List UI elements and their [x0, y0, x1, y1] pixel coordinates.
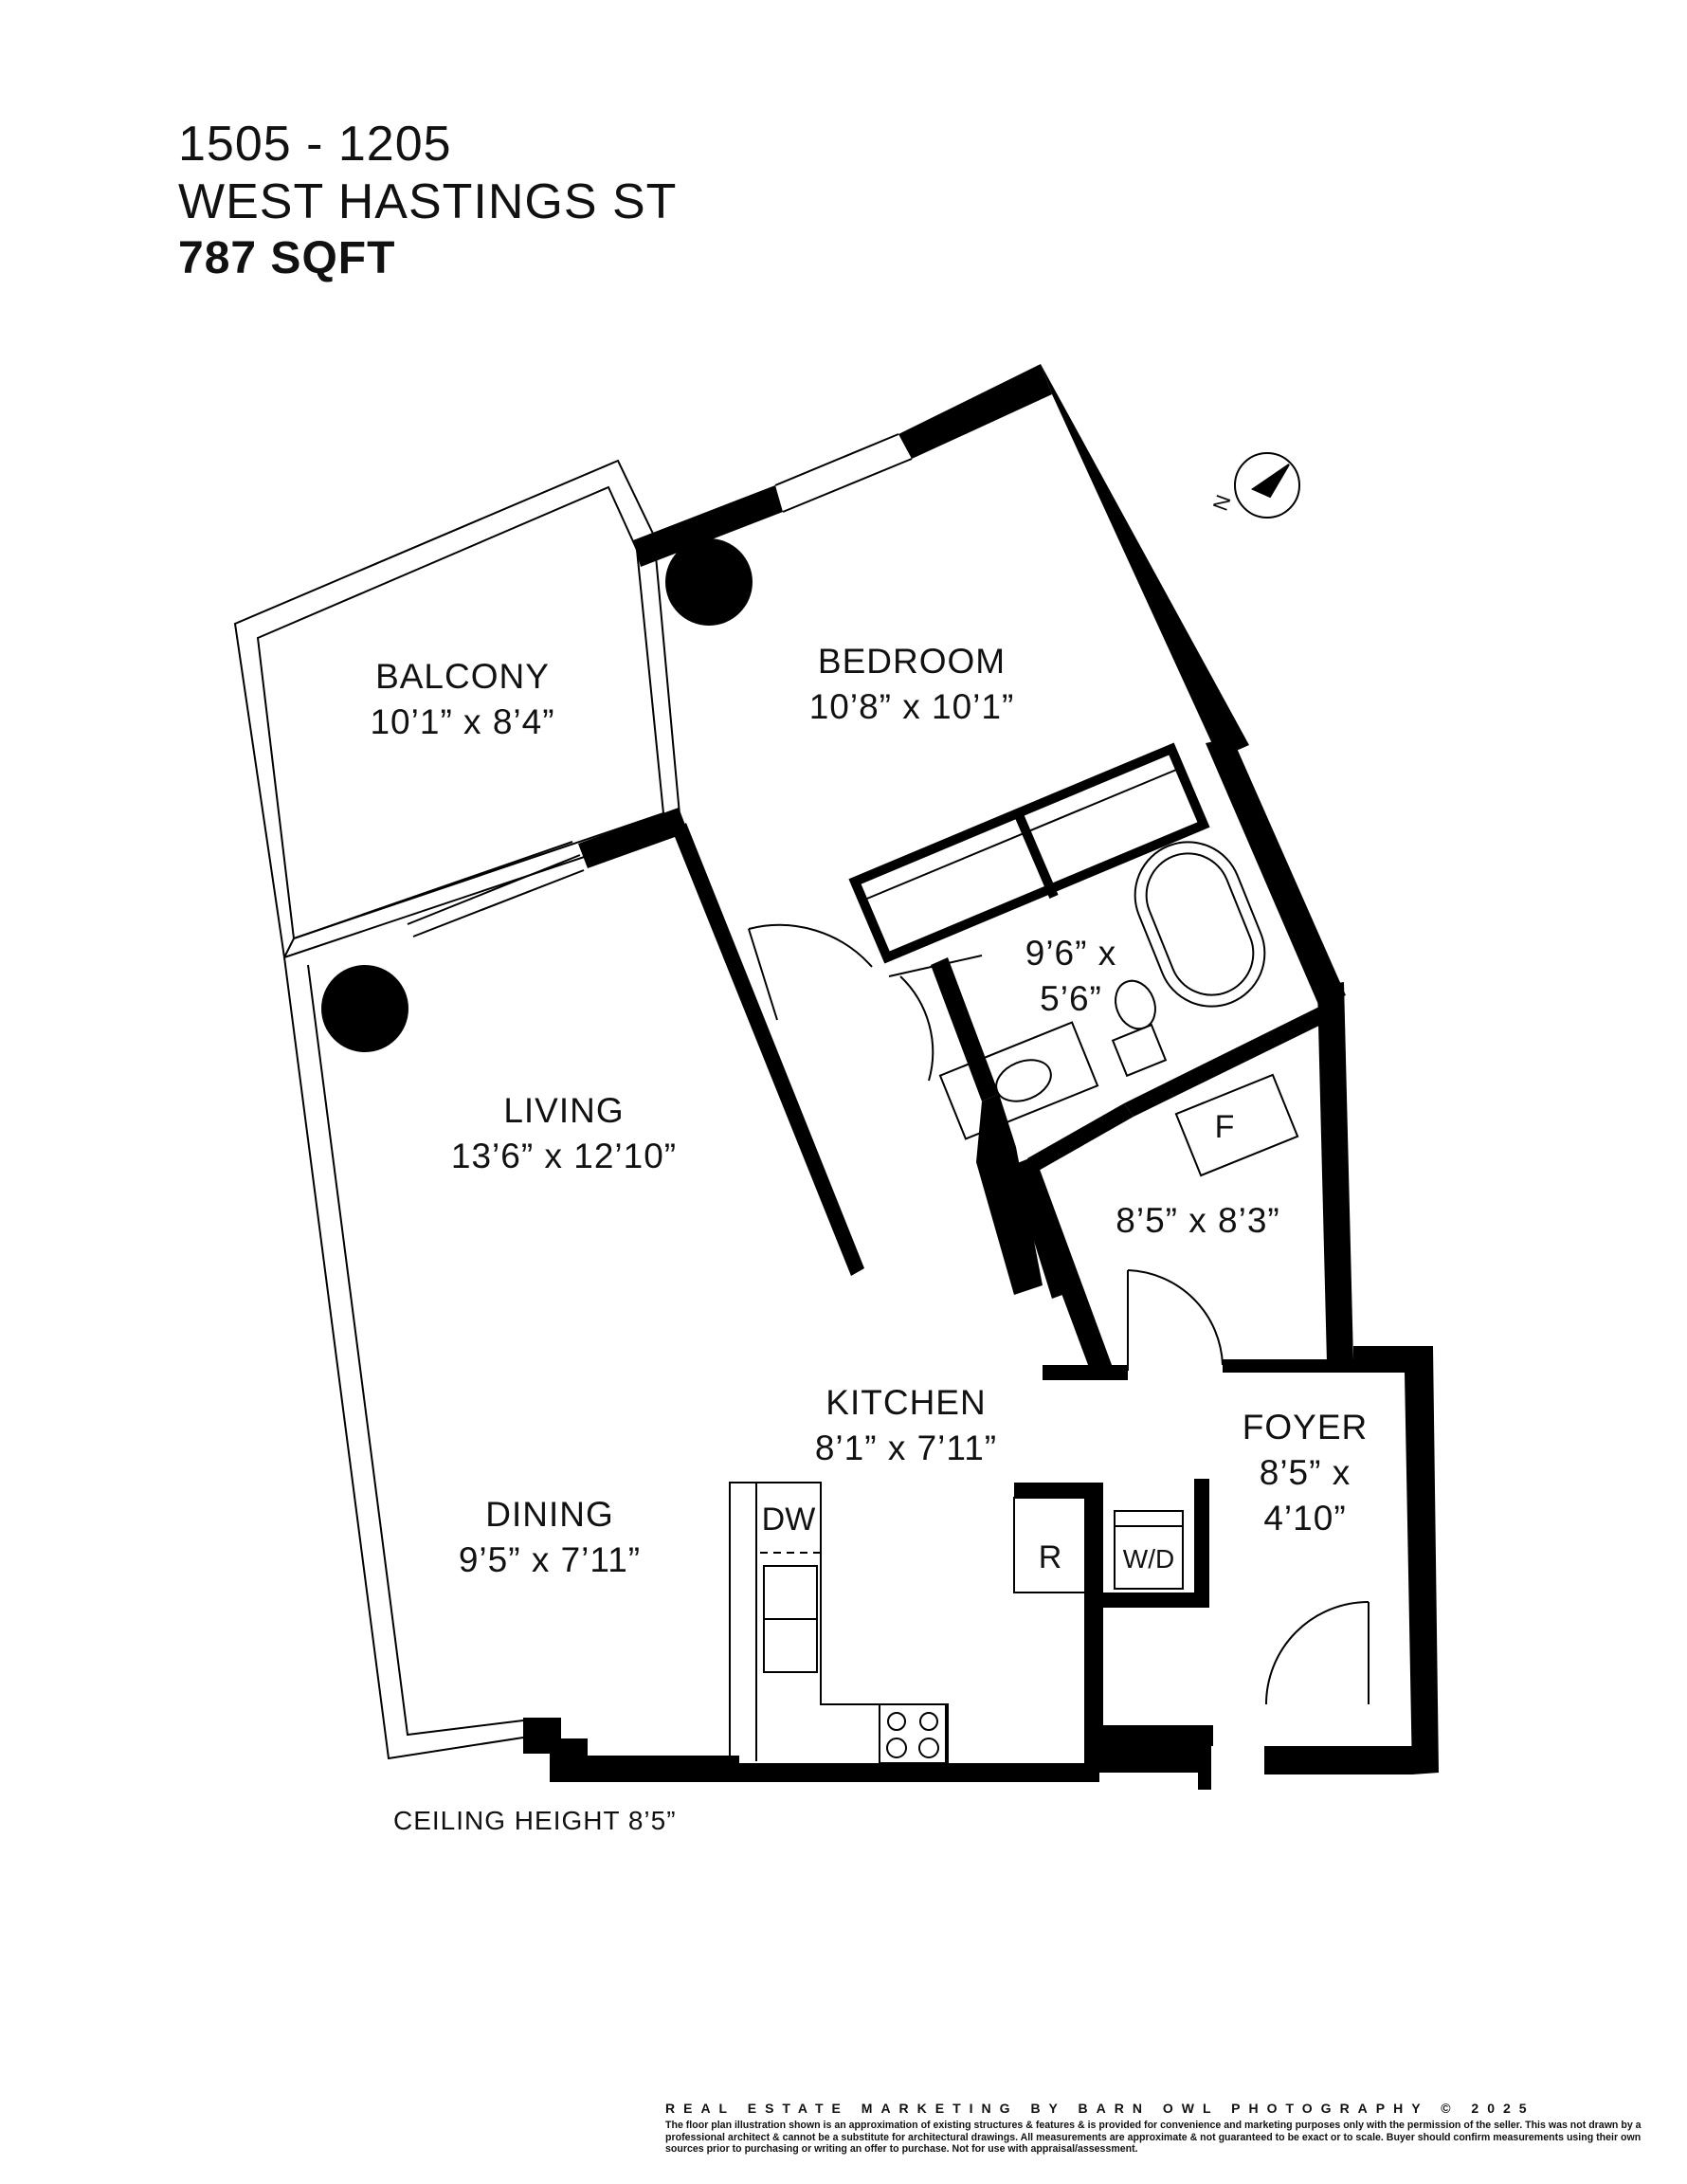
bedroom-column: [665, 538, 753, 626]
balcony-dims: 10’1” x 8’4”: [370, 702, 554, 741]
den-door: [1127, 1269, 1224, 1371]
legal-disclaimer: The floor plan illustration shown is an …: [665, 2120, 1642, 2156]
bedroom-closet: [848, 742, 1210, 964]
bedroom-window: [774, 433, 913, 513]
compass-north-letter: N: [1208, 492, 1236, 514]
living-window-wall: [283, 841, 573, 1760]
living-label: LIVING: [503, 1091, 624, 1130]
dining-dims: 9’5” x 7’11”: [459, 1540, 641, 1579]
property-title: 1505 - 1205 WEST HASTINGS ST 787 SQFT: [178, 116, 677, 285]
unit-address-line: 1505 - 1205: [178, 117, 452, 172]
balcony-slider-door: [407, 854, 585, 937]
vanity-sink: [938, 1021, 1099, 1140]
fireplace-box: [1174, 1073, 1299, 1177]
walls: [523, 364, 1439, 1790]
kitchen-dims: 8’1” x 7’11”: [815, 1429, 997, 1467]
den-dims: 8’5” x 8’3”: [1116, 1201, 1279, 1240]
compass-icon: [1234, 452, 1300, 519]
balcony-outline: [233, 459, 682, 959]
kitchen-label: KITCHEN: [825, 1383, 986, 1422]
entry-door: [1265, 1601, 1370, 1705]
fireplace-label: F: [1215, 1109, 1235, 1145]
bedroom-label: BEDROOM: [818, 642, 1006, 681]
living-dims: 13’6” x 12’10”: [451, 1137, 677, 1175]
kitchen-counter: [729, 1482, 949, 1764]
photographer-credit: REAL ESTATE MARKETING BY BARN OWL PHOTOG…: [665, 2101, 1535, 2116]
toilet: [1111, 979, 1168, 1078]
square-footage: 787 SQFT: [178, 232, 396, 283]
dining-label: DINING: [485, 1495, 614, 1534]
bath-door: [888, 955, 983, 1082]
stovetop: [886, 1712, 939, 1758]
bathtub: [1134, 841, 1266, 1008]
bedroom-dims: 10’8” x 10’1”: [809, 687, 1015, 726]
foyer-dims-line2: 4’10”: [1263, 1499, 1346, 1538]
living-column: [321, 965, 408, 1052]
fridge-box: [1013, 1497, 1087, 1593]
bath-dims-line2: 5’6”: [1040, 979, 1102, 1018]
fridge-label: R: [1039, 1539, 1062, 1575]
street-address-line: WEST HASTINGS ST: [178, 174, 678, 230]
balcony-label: BALCONY: [375, 657, 550, 696]
foyer-label: FOYER: [1243, 1408, 1368, 1447]
ceiling-height-note: CEILING HEIGHT 8’5”: [393, 1806, 677, 1835]
washer-dryer: [1114, 1510, 1184, 1590]
washer-dryer-label: W/D: [1123, 1544, 1174, 1574]
bedroom-door: [748, 923, 873, 1021]
bath-dims-line1: 9’6” x: [1025, 934, 1116, 973]
foyer-dims-line1: 8’5” x: [1260, 1453, 1351, 1492]
dishwasher-label: DW: [762, 1502, 816, 1538]
